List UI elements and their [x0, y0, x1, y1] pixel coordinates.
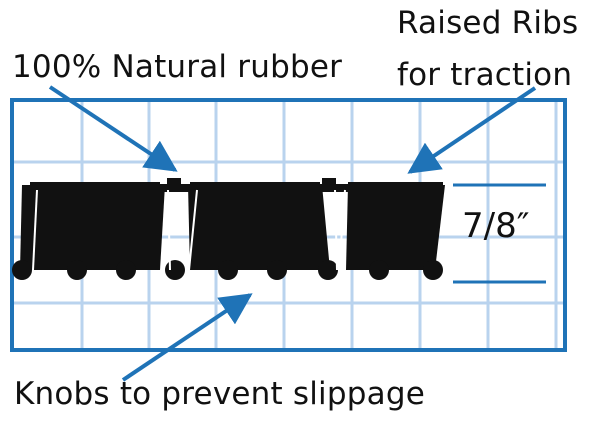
knob-3	[116, 260, 136, 280]
knob-7	[318, 260, 338, 280]
knob-2	[67, 260, 87, 280]
raised-ribs-label-line1: Raised Ribs	[397, 5, 579, 41]
knob-5	[218, 260, 238, 280]
knob-4	[165, 260, 185, 280]
diagram-frame	[10, 98, 567, 352]
knob-8	[369, 260, 389, 280]
knobs-label: Knobs to prevent slippage	[14, 376, 425, 412]
knob-6	[267, 260, 287, 280]
thickness-measurement-label: 7/8″	[462, 206, 530, 246]
knob-9	[423, 260, 443, 280]
callout-arrows	[48, 85, 537, 382]
raised-ribs-label-line2: for traction	[397, 57, 573, 93]
arrow-raised-ribs	[407, 86, 537, 174]
natural-rubber-label: 100% Natural rubber	[12, 49, 343, 85]
knob-1	[12, 260, 32, 280]
mat-light-seams	[32, 189, 346, 271]
arrow-natural-rubber	[48, 85, 178, 172]
arrow-knobs	[121, 293, 253, 382]
rubber-mat-cross-section	[12, 178, 445, 280]
thickness-measurement-lines	[453, 183, 546, 284]
